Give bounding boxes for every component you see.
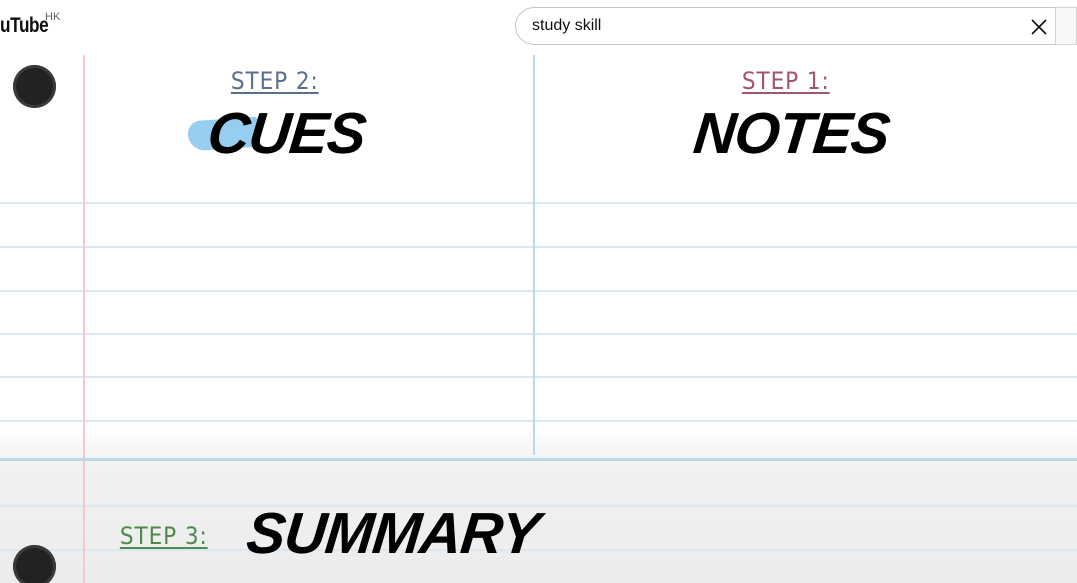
step3-label: STEP 3: [119, 522, 208, 550]
summary-title: SUMMARY [243, 501, 543, 566]
search-button[interactable] [1055, 7, 1077, 45]
close-icon[interactable] [1027, 15, 1051, 39]
notebook-rule [0, 376, 1077, 378]
notebook-rule [0, 505, 1077, 507]
binder-hole [13, 65, 56, 108]
search-box[interactable] [515, 7, 1055, 45]
search-input[interactable] [532, 8, 1012, 44]
margin-line [83, 55, 85, 583]
top-bar: uTube HK [0, 0, 1077, 55]
notebook-rule [0, 202, 1077, 204]
notes-title: NOTES [690, 101, 893, 166]
binder-hole [13, 545, 56, 583]
step1-label: STEP 1: [741, 67, 830, 95]
region-code: HK [45, 11, 61, 23]
column-divider [533, 55, 535, 455]
video-player[interactable]: STEP 2: CUES STEP 1: NOTES STEP 3: SUMMA… [0, 55, 1077, 583]
step2-label: STEP 2: [230, 67, 319, 95]
cues-title: CUES [204, 101, 369, 166]
notebook-rule [0, 420, 1077, 422]
summary-divider [0, 458, 1077, 461]
youtube-logo[interactable]: uTube [0, 14, 49, 37]
notebook-rule [0, 333, 1077, 335]
notebook-rule [0, 290, 1077, 292]
notebook-rule [0, 549, 1077, 551]
notebook-rule [0, 246, 1077, 248]
